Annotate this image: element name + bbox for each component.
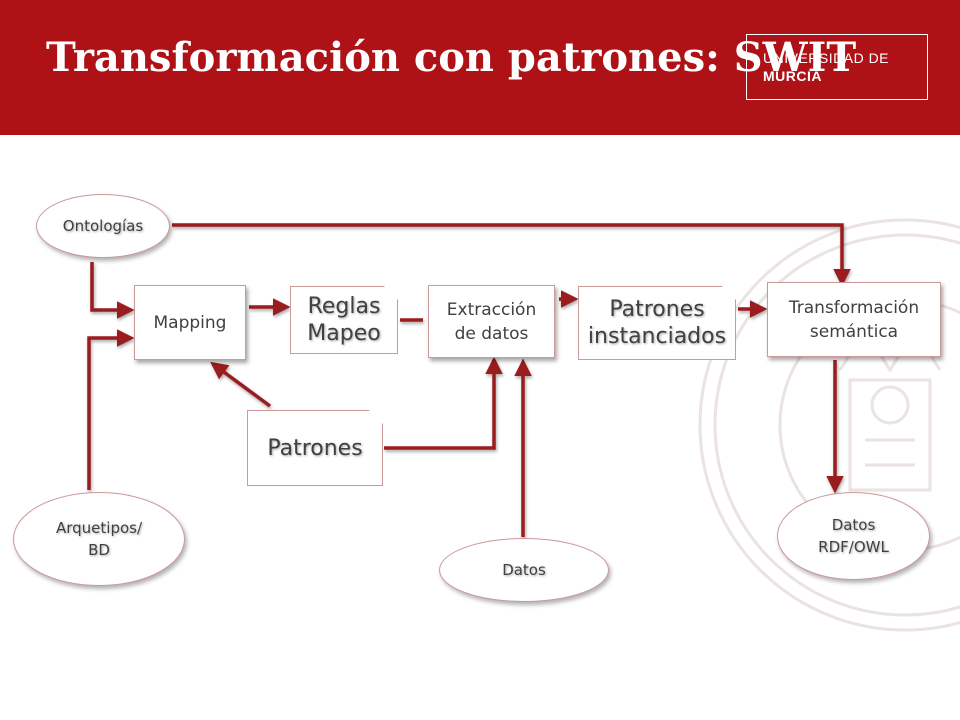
arrow-ontologias-mapping xyxy=(90,262,135,319)
node-arquetipos: Arquetipos/ BD xyxy=(13,492,185,586)
node-ontologias-label: Ontologías xyxy=(62,217,144,235)
arrow-arquetipos-mapping xyxy=(87,329,135,490)
node-patrones-label: Patrones xyxy=(267,435,363,461)
logo-line2: MURCIA xyxy=(763,68,822,84)
node-datos: Datos xyxy=(439,538,609,602)
node-patrones-instanciados-line2: instanciados xyxy=(587,324,727,349)
node-ontologias: Ontologías xyxy=(36,194,170,258)
node-datos-label: Datos xyxy=(502,561,546,579)
node-transformacion-line1: Transformación xyxy=(788,297,920,318)
node-patrones-instanciados-line1: Patrones xyxy=(609,297,705,322)
node-extraccion-line2: de datos xyxy=(454,323,529,344)
node-datos-rdf-line2: RDF/OWL xyxy=(818,538,889,556)
node-arquetipos-line1: Arquetipos/ xyxy=(55,519,143,537)
node-patrones-instanciados: Patrones instanciados xyxy=(578,286,736,360)
node-mapping: Mapping xyxy=(134,285,246,360)
node-arquetipos-line2: BD xyxy=(88,541,110,559)
node-datos-rdf: Datos RDF/OWL xyxy=(777,492,930,580)
slide-title: Transformación con patrones: SWIT xyxy=(46,34,857,81)
node-transformacion-line2: semántica xyxy=(809,321,899,342)
node-extraccion-line1: Extracción xyxy=(446,299,537,320)
logo-line1: UNIVERSIDAD DE xyxy=(763,50,890,66)
university-logo: UNIVERSIDAD DE MURCIA xyxy=(746,34,928,100)
arrow-patrones-extraccion xyxy=(384,356,503,450)
node-reglas-mapeo-line1: Reglas xyxy=(307,294,381,319)
node-extraccion: Extracción de datos xyxy=(428,285,555,358)
node-datos-rdf-line1: Datos xyxy=(831,516,876,534)
node-reglas-mapeo-line2: Mapeo xyxy=(307,321,381,346)
arrow-ontologias-transformacion xyxy=(172,223,851,287)
node-reglas-mapeo: Reglas Mapeo xyxy=(290,286,398,354)
header-bar: Transformación con patrones: SWIT UNIVER… xyxy=(0,0,960,135)
arrow-patrones-mapping xyxy=(210,361,272,408)
node-mapping-label: Mapping xyxy=(153,312,227,333)
node-transformacion: Transformación semántica xyxy=(767,282,941,357)
node-patrones: Patrones xyxy=(247,410,383,486)
